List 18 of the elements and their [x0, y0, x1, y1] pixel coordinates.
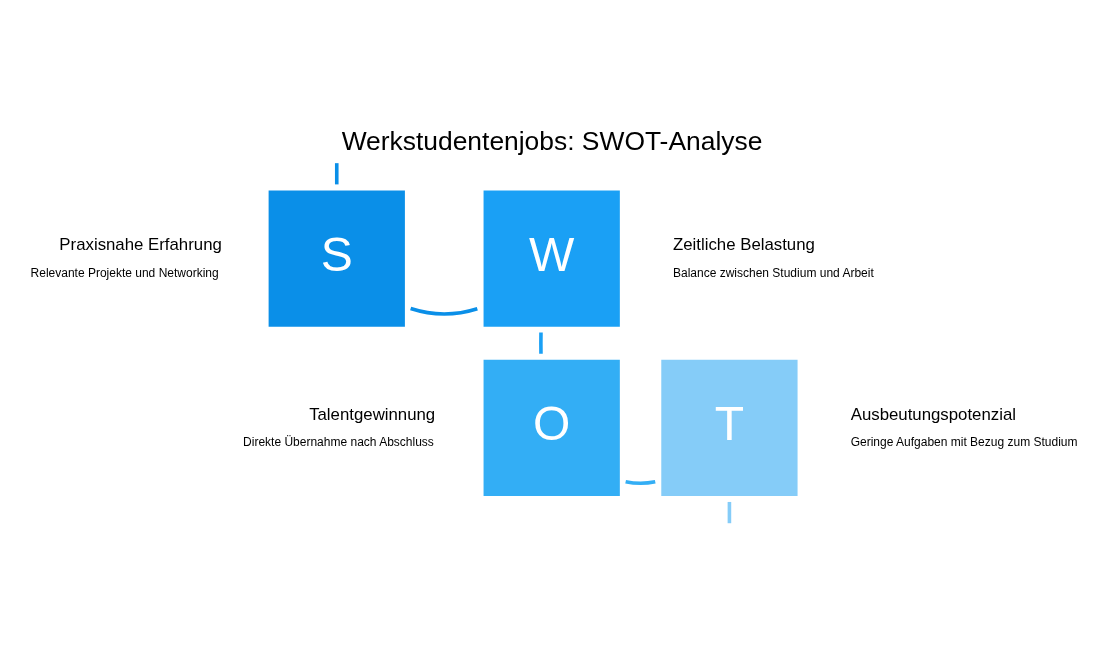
node-box: T	[659, 357, 800, 498]
node-label: Praxisnahe Erfahrung	[59, 235, 222, 255]
connector	[539, 332, 543, 354]
connector	[334, 163, 339, 185]
node-box: S	[266, 188, 407, 329]
connector	[625, 479, 656, 486]
node-box: W	[481, 188, 622, 329]
node-label: Zeitliche Belastung	[672, 235, 815, 255]
connector	[727, 501, 732, 524]
node-label: Relevante Projekte und Networking	[30, 265, 219, 280]
diagram-title: Werkstudentenjobs: SWOT-Analyse	[341, 125, 763, 156]
connector	[410, 306, 478, 316]
node-box: O	[481, 357, 622, 498]
node-label: Ausbeutungspotenzial	[850, 404, 1016, 424]
node-label: Balance zwischen Studium und Arbeit	[672, 265, 874, 280]
node-label: Talentgewinnung	[309, 404, 436, 424]
node-label: Direkte Übernahme nach Abschluss	[243, 434, 434, 449]
node-label: Geringe Aufgaben mit Bezug zum Studium	[850, 434, 1078, 449]
